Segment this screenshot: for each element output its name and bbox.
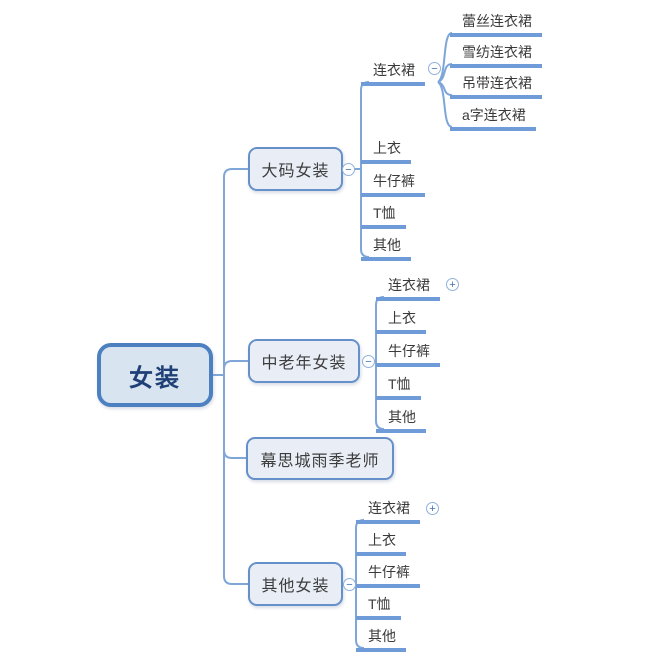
branch-middle-aged-women[interactable]: 中老年女装 <box>248 339 360 383</box>
topic-label: 上衣 <box>368 532 396 548</box>
topic-label: T恤 <box>388 376 411 392</box>
expand-icon-dress-other-women[interactable]: + <box>426 502 439 515</box>
topic-other-middle-aged[interactable]: 其他 <box>376 407 426 433</box>
collapse-glyph: − <box>365 355 372 368</box>
topic-label: 雪纺连衣裙 <box>462 44 532 60</box>
branch-label: 其他女装 <box>261 578 330 595</box>
topic-label: 其他 <box>373 237 401 253</box>
topic-label: 上衣 <box>373 140 401 156</box>
topic-dress-middle-aged[interactable]: 连衣裙 <box>376 275 440 301</box>
branch-label: 中老年女装 <box>261 355 347 372</box>
branch-label: 大码女装 <box>261 163 330 180</box>
topic-jeans-plus-size[interactable]: 牛仔裤 <box>361 171 425 197</box>
topic-aline-dress[interactable]: a字连衣裙 <box>450 105 536 131</box>
topic-tshirt-plus-size[interactable]: T恤 <box>361 203 406 229</box>
root-topic-label: 女装 <box>129 364 181 392</box>
expand-glyph: + <box>429 502 436 515</box>
collapse-glyph: − <box>345 163 352 176</box>
root-connectors <box>213 168 248 585</box>
topic-other-other-women[interactable]: 其他 <box>356 626 406 652</box>
topic-label: 蕾丝连衣裙 <box>462 13 532 29</box>
topic-jeans-other-women[interactable]: 牛仔裤 <box>356 562 420 588</box>
topic-label: 吊带连衣裙 <box>462 75 532 91</box>
collapse-glyph: − <box>431 62 438 75</box>
collapse-icon-dress-plus-size[interactable]: − <box>428 62 441 75</box>
dress-fan-connectors <box>437 32 453 128</box>
topic-chiffon-dress[interactable]: 雪纺连衣裙 <box>450 42 542 68</box>
topic-label: T恤 <box>373 205 396 221</box>
expand-glyph: + <box>449 278 456 291</box>
topic-tshirt-other-women[interactable]: T恤 <box>356 594 401 620</box>
topic-top-middle-aged[interactable]: 上衣 <box>376 308 426 334</box>
topic-label: 牛仔裤 <box>373 173 415 189</box>
branch-plus-size-women[interactable]: 大码女装 <box>248 147 343 191</box>
collapse-icon-plus-size[interactable]: − <box>342 163 355 176</box>
topic-label: a字连衣裙 <box>462 107 526 123</box>
topic-label: 连衣裙 <box>368 500 410 516</box>
topic-slip-dress[interactable]: 吊带连衣裙 <box>450 73 542 99</box>
topic-other-plus-size[interactable]: 其他 <box>361 235 411 261</box>
topic-label: 连衣裙 <box>388 277 430 293</box>
root-topic-women-clothing[interactable]: 女装 <box>97 343 213 407</box>
topic-label: T恤 <box>368 596 391 612</box>
topic-dress-other-women[interactable]: 连衣裙 <box>356 498 420 524</box>
branch-other-women[interactable]: 其他女装 <box>248 562 343 606</box>
plus-size-connectors <box>354 81 370 258</box>
topic-dress-plus-size[interactable]: 连衣裙 <box>361 60 425 86</box>
topic-label: 上衣 <box>388 310 416 326</box>
collapse-glyph: − <box>346 578 353 591</box>
topic-label: 牛仔裤 <box>368 564 410 580</box>
branch-musicheng-teacher[interactable]: 幕思城雨季老师 <box>246 437 394 480</box>
expand-icon-dress-middle-aged[interactable]: + <box>446 278 459 291</box>
topic-label: 牛仔裤 <box>388 343 430 359</box>
topic-lace-dress[interactable]: 蕾丝连衣裙 <box>450 11 542 37</box>
collapse-icon-other-women[interactable]: − <box>343 578 356 591</box>
topic-label: 其他 <box>388 409 416 425</box>
topic-label: 连衣裙 <box>373 62 415 78</box>
topic-tshirt-middle-aged[interactable]: T恤 <box>376 374 421 400</box>
topic-jeans-middle-aged[interactable]: 牛仔裤 <box>376 341 440 367</box>
topic-top-plus-size[interactable]: 上衣 <box>361 138 411 164</box>
topic-top-other-women[interactable]: 上衣 <box>356 530 406 556</box>
branch-label: 幕思城雨季老师 <box>260 452 380 470</box>
collapse-icon-middle-aged[interactable]: − <box>362 355 375 368</box>
topic-label: 其他 <box>368 628 396 644</box>
